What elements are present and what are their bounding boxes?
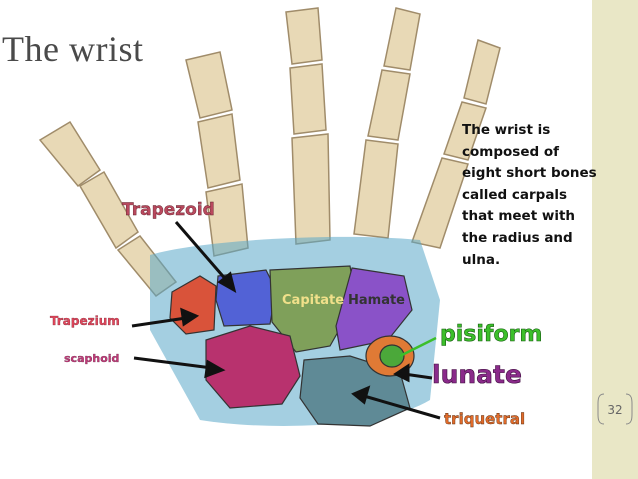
middle-finger-bones bbox=[286, 8, 330, 244]
ring-finger-bones bbox=[354, 8, 420, 238]
index-finger-bones bbox=[186, 52, 248, 256]
page-number: 32 bbox=[598, 396, 632, 424]
label-trapezium: Trapezium bbox=[50, 314, 120, 328]
scaphoid-bone bbox=[206, 326, 300, 408]
label-capitate: Capitate bbox=[282, 293, 344, 308]
label-lunate: lunate bbox=[432, 360, 522, 389]
label-scaphoid: scaphoid bbox=[64, 352, 119, 365]
label-trapezoid: Trapezoid bbox=[122, 200, 215, 220]
slide-title: The wrist bbox=[2, 28, 143, 70]
label-hamate: Hamate bbox=[348, 293, 405, 308]
label-pisiform: pisiform bbox=[440, 322, 542, 347]
label-triquetral: triquetral bbox=[444, 410, 525, 428]
slide-description: The wrist is composed of eight short bon… bbox=[462, 120, 597, 271]
